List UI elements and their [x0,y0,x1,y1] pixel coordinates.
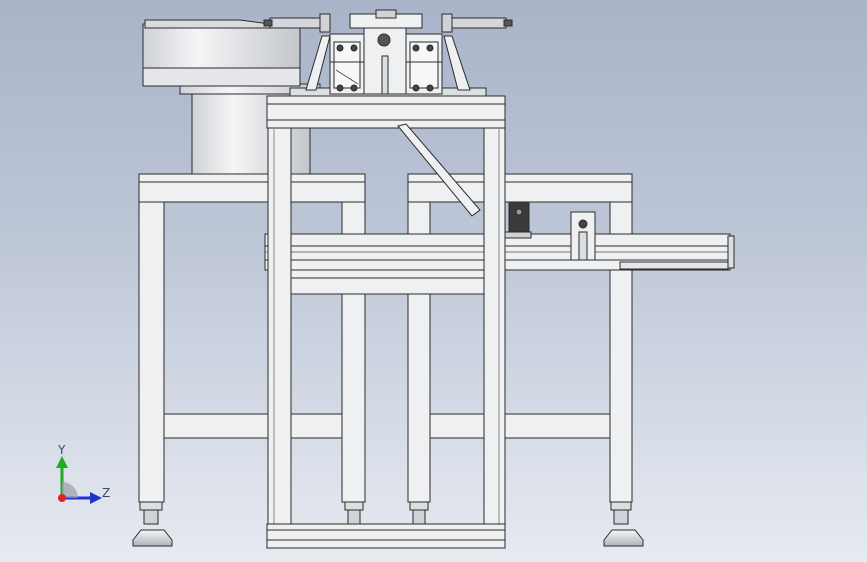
y-axis-label: Y [57,443,66,457]
z-axis-label: Z [102,486,110,500]
feed-chute [397,123,481,217]
z-axis-arrowhead [90,492,102,504]
x-axis-dot [58,494,66,502]
pneumatic-cylinder-right [441,13,513,33]
left-support-table [138,173,366,525]
y-axis-arrowhead [56,456,68,468]
top-mechanism [289,9,487,97]
end-stop-bracket [570,211,596,261]
pneumatic-cylinder-left [263,13,331,33]
triad-plane [62,482,78,498]
main-frame [266,95,506,549]
coordinate-triad: Y Z [56,443,110,504]
leveling-foot-right [603,529,644,547]
sensor-block [504,201,532,239]
leveling-foot-left [132,529,173,547]
